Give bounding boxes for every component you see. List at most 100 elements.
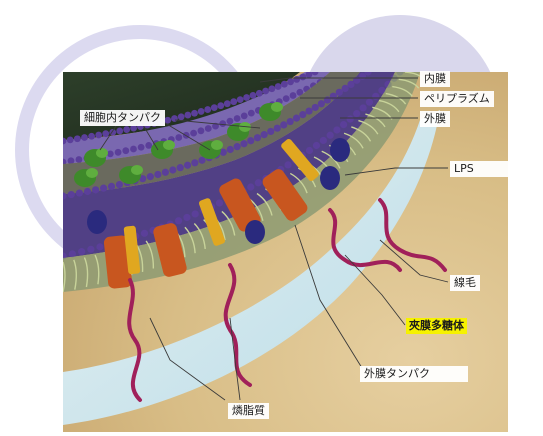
label-inner-membrane: 内膜 bbox=[420, 71, 450, 87]
lipid-head bbox=[237, 96, 244, 103]
lipid-head bbox=[274, 125, 281, 132]
lipid-head bbox=[108, 183, 115, 190]
lipid-head bbox=[268, 85, 275, 92]
lipid-head bbox=[234, 115, 241, 122]
lipid-head bbox=[76, 156, 83, 163]
lipid-head bbox=[290, 92, 297, 99]
lipid-head bbox=[333, 126, 340, 133]
lipid-head bbox=[305, 107, 312, 114]
lipid-head bbox=[191, 159, 198, 166]
lipid-head bbox=[204, 106, 211, 113]
lipid-head bbox=[360, 104, 367, 111]
lipid-head bbox=[169, 166, 176, 173]
lipid-head bbox=[178, 113, 185, 120]
lipid-head bbox=[281, 81, 288, 88]
label-outer-membrane: 外膜 bbox=[420, 111, 450, 127]
lipid-head bbox=[88, 133, 95, 140]
lipid-head bbox=[248, 110, 255, 117]
lipid-head bbox=[175, 134, 182, 141]
lipid-head bbox=[87, 246, 94, 253]
lipid-head bbox=[138, 144, 145, 151]
lipid-head bbox=[254, 134, 261, 141]
intracellular-protein-lobe bbox=[96, 148, 108, 158]
intracellular-protein-lobe bbox=[211, 140, 223, 150]
lps-protein bbox=[87, 210, 107, 234]
lipid-head bbox=[78, 248, 85, 255]
lipid-head bbox=[306, 71, 313, 78]
lps-protein bbox=[245, 220, 265, 244]
lipid-head bbox=[299, 111, 306, 118]
lipid-head bbox=[84, 188, 91, 195]
label-phospholipid: 燐脂質 bbox=[228, 403, 269, 419]
lipid-head bbox=[240, 140, 247, 147]
lipid-head bbox=[306, 147, 313, 154]
lps-protein bbox=[320, 166, 340, 190]
lipid-head bbox=[115, 149, 122, 156]
lipid-head bbox=[342, 85, 349, 92]
label-intracellular-protein: 細胞内タンパク bbox=[80, 110, 165, 126]
lipid-head bbox=[175, 217, 182, 224]
lipid-head bbox=[280, 121, 287, 128]
lipid-head bbox=[234, 143, 241, 150]
lipid-head bbox=[324, 96, 331, 103]
lipid-head bbox=[227, 118, 234, 125]
lipid-head bbox=[247, 183, 254, 190]
lipid-head bbox=[227, 146, 234, 153]
lipid-head bbox=[313, 142, 320, 149]
lipid-head bbox=[219, 120, 226, 127]
lipid-head bbox=[366, 99, 373, 106]
lipid-head bbox=[171, 115, 178, 122]
lipid-head bbox=[211, 104, 218, 111]
lipid-head bbox=[205, 125, 212, 132]
lipid-head bbox=[287, 118, 294, 125]
label-periplasm: ペリプラズム bbox=[420, 91, 494, 107]
lipid-head bbox=[336, 89, 343, 96]
lipid-head bbox=[340, 121, 347, 128]
lipid-head bbox=[230, 98, 237, 105]
lipid-head bbox=[92, 186, 99, 193]
lipid-head bbox=[123, 126, 130, 133]
lipid-head bbox=[116, 128, 123, 135]
lipid-head bbox=[100, 185, 107, 192]
lipid-head bbox=[162, 169, 169, 176]
lipid-head bbox=[261, 131, 268, 138]
lipid-head bbox=[275, 83, 282, 90]
lipid-head bbox=[293, 76, 300, 83]
lipid-head bbox=[164, 117, 171, 124]
lipid-head bbox=[293, 115, 300, 122]
label-pilus: 線毛 bbox=[450, 275, 480, 291]
lipid-head bbox=[262, 88, 269, 95]
lipid-head bbox=[147, 173, 154, 180]
lipid-head bbox=[256, 90, 263, 97]
lipid-head bbox=[145, 142, 152, 149]
lipid-head bbox=[69, 250, 76, 257]
lipid-head bbox=[68, 191, 75, 198]
lipid-head bbox=[284, 161, 291, 168]
lipid-head bbox=[255, 179, 262, 186]
lipid-head bbox=[130, 146, 137, 153]
lipid-head bbox=[95, 132, 102, 139]
lipid-head bbox=[76, 189, 83, 196]
lipid-head bbox=[183, 214, 190, 221]
lipid-head bbox=[330, 93, 337, 100]
lipid-head bbox=[96, 243, 103, 250]
lipid-head bbox=[184, 162, 191, 169]
lipid-head bbox=[74, 135, 81, 142]
lipid-head bbox=[299, 74, 306, 81]
lipid-head bbox=[372, 93, 379, 100]
intracellular-protein-lobe bbox=[271, 102, 283, 112]
lipid-head bbox=[224, 100, 231, 107]
lipid-head bbox=[67, 136, 74, 143]
lps-protein bbox=[330, 138, 350, 162]
lipid-head bbox=[141, 230, 148, 237]
lipid-head bbox=[154, 171, 161, 178]
intracellular-protein-lobe bbox=[131, 165, 143, 175]
lipid-head bbox=[216, 199, 223, 206]
lipid-head bbox=[192, 210, 199, 217]
lipid-head bbox=[327, 132, 334, 139]
lipid-head bbox=[267, 128, 274, 135]
lipid-head bbox=[320, 137, 327, 144]
lipid-head bbox=[241, 112, 248, 119]
lipid-head bbox=[184, 112, 191, 119]
